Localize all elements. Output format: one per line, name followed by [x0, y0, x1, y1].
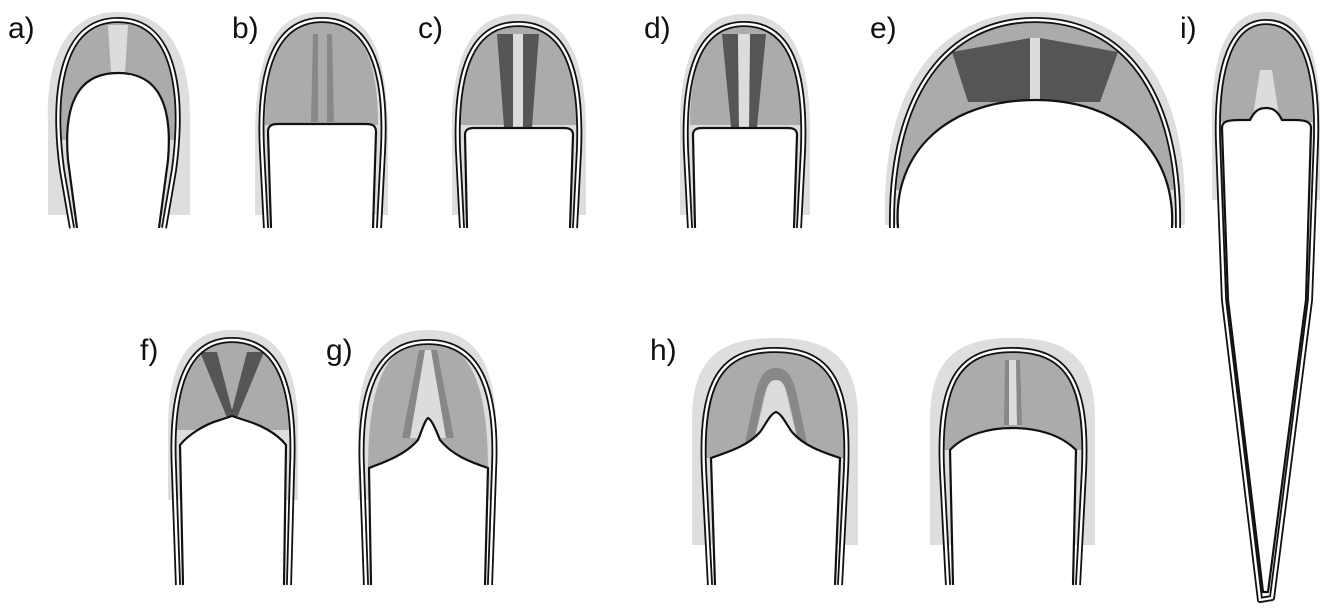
- panel-d-drawing: [680, 14, 810, 228]
- panel-label-b: b): [232, 14, 259, 44]
- panel-h-right-drawing: [930, 338, 1095, 585]
- panel-label-h: h): [650, 336, 677, 366]
- panel-g-drawing: [358, 330, 496, 585]
- panel-a-drawing: [48, 12, 190, 228]
- panel-label-f: f): [140, 336, 158, 366]
- panel-c-drawing: [452, 14, 586, 228]
- panel-i-drawing: [1212, 12, 1320, 600]
- panel-label-c: c): [418, 14, 443, 44]
- panel-label-g: g): [326, 336, 353, 366]
- panel-e-drawing: [885, 12, 1185, 228]
- panel-label-i: i): [1180, 14, 1197, 44]
- panel-h-left-drawing: [692, 338, 858, 585]
- panel-b-drawing: [255, 12, 388, 228]
- panel-label-a: a): [8, 14, 35, 44]
- panel-label-d: d): [644, 14, 671, 44]
- panel-label-e: e): [870, 14, 897, 44]
- panel-f-drawing: [168, 330, 298, 585]
